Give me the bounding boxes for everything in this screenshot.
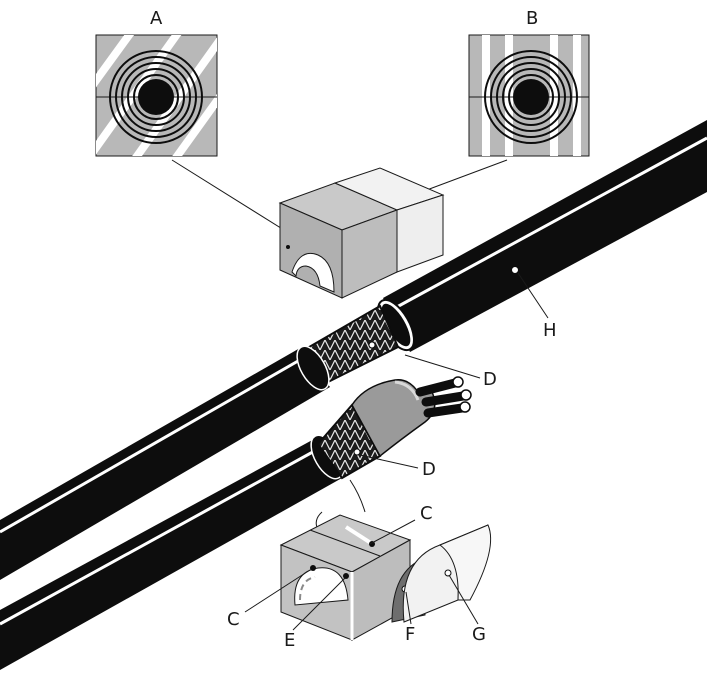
cross-section-a: A xyxy=(95,8,218,157)
half-shell-g xyxy=(402,524,492,623)
label-e: E xyxy=(284,630,295,651)
diagonal-hatching-a xyxy=(96,35,217,156)
concentric-rings-b xyxy=(484,50,578,144)
upper-cable xyxy=(0,120,707,580)
leader-lines xyxy=(244,272,549,631)
label-h: H xyxy=(543,320,557,341)
label-c-left: C xyxy=(227,609,240,630)
lower-split-block xyxy=(279,514,426,641)
core-a xyxy=(138,79,174,115)
label-d-lower: D xyxy=(422,459,436,480)
upper-splice-block xyxy=(278,167,445,299)
label-a: A xyxy=(150,8,163,29)
concentric-rings-a xyxy=(109,50,203,144)
label-b: B xyxy=(526,8,538,29)
cross-section-b: B xyxy=(468,8,590,157)
lower-cable xyxy=(0,376,472,670)
label-f: F xyxy=(405,624,415,645)
connector-curve xyxy=(349,479,366,513)
label-c-right: C xyxy=(420,503,433,524)
core-b xyxy=(513,79,549,115)
leader-a xyxy=(171,159,301,241)
label-d-upper: D xyxy=(483,369,497,390)
conductors xyxy=(415,376,472,418)
label-g: G xyxy=(472,624,486,645)
